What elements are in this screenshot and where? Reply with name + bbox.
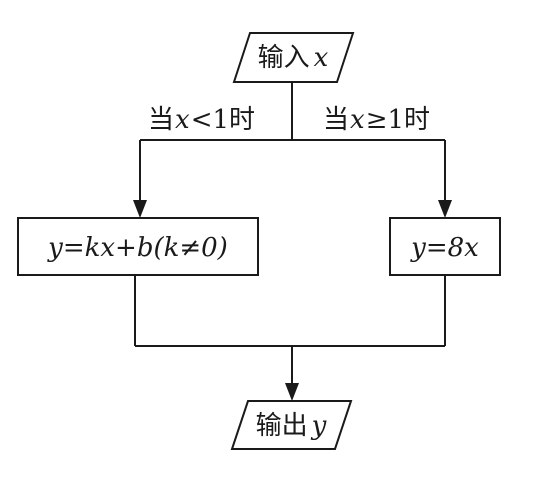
process-left-formula: y=kx+b(k≠0)	[47, 233, 228, 263]
output-label-prefix: 输出	[256, 411, 308, 441]
branch-left-variable: x	[175, 105, 190, 135]
branch-right-text: ≥1时	[366, 105, 430, 135]
arrowhead-left-process	[133, 200, 147, 218]
input-label-variable: x	[314, 43, 329, 73]
process-right-node: y=8x	[389, 217, 501, 276]
branch-right-variable: x	[350, 105, 365, 135]
branch-right-condition: 当x≥1时	[323, 105, 430, 135]
input-parallelogram	[232, 32, 355, 83]
branch-left-prefix: 当	[148, 105, 174, 135]
branch-right-prefix: 当	[323, 105, 349, 135]
branch-left-text: <1时	[191, 105, 255, 135]
output-parallelogram	[230, 400, 353, 450]
process-right-box	[389, 217, 501, 276]
process-left-box	[17, 217, 259, 276]
branch-left-condition: 当x<1时	[148, 105, 255, 135]
arrowhead-output	[285, 383, 299, 401]
process-right-formula: y=8x	[410, 233, 479, 263]
process-left-node: y=kx+b(k≠0)	[17, 217, 259, 276]
arrowhead-right-process	[438, 200, 452, 218]
input-label-prefix: 输入	[258, 43, 310, 73]
output-label-variable: y	[311, 411, 327, 441]
